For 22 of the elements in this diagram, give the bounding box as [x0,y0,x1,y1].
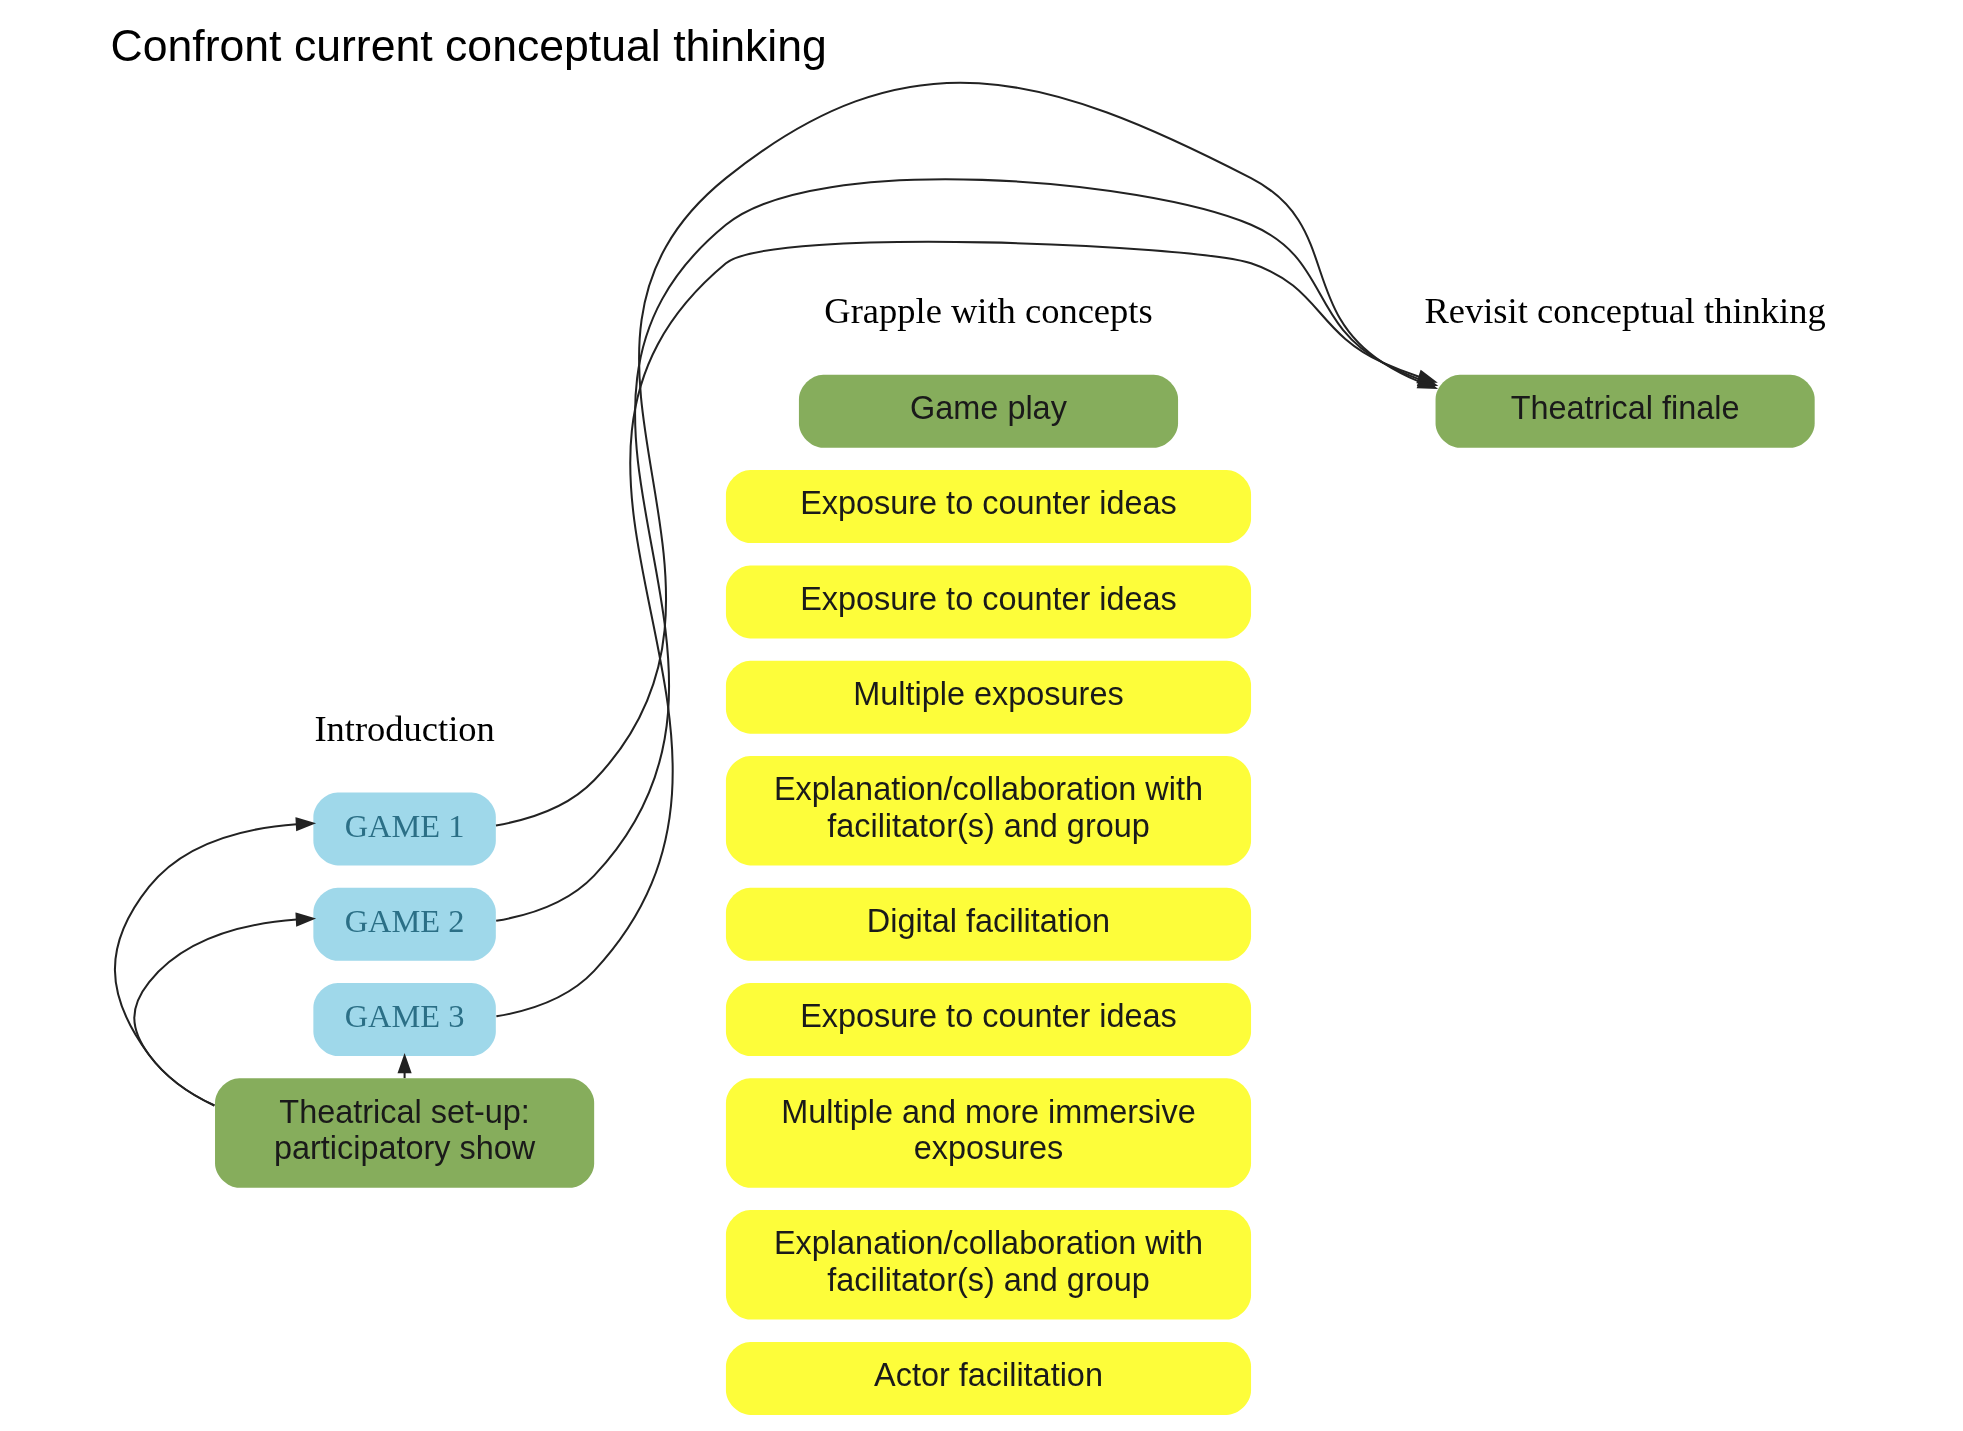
node-box: GAME 3 [313,982,496,1056]
node-box: Theatrical set-up: participatory show [215,1077,595,1188]
node-box: Explanation/collaboration with facilitator(s) and group [725,1209,1252,1320]
node-box: Theatrical finale [1435,374,1815,448]
arrow [397,1052,412,1078]
node-box: Game play [798,374,1179,448]
node-box: GAME 2 [313,887,496,961]
arrow [114,816,317,1106]
node-box: Exposure to counter ideas [725,982,1252,1056]
label: Revisit conceptual thinking [1424,289,1826,331]
node-box: Digital facilitation [725,887,1252,961]
arrow [133,911,317,1106]
label: Grapple with concepts [824,289,1153,331]
node-box: Multiple and more immersive exposures [725,1077,1252,1188]
node-box: Exposure to counter ideas [725,469,1252,543]
node-box: Multiple exposures [725,660,1252,734]
node-box: Exposure to counter ideas [725,564,1252,638]
node-box: GAME 1 [313,791,496,865]
label: Introduction [314,707,495,749]
node-box: Explanation/collaboration with facilitator(s) and group [725,755,1252,865]
node-box: Actor facilitation [725,1341,1252,1415]
diagram-title: Confront current conceptual thinking [110,20,827,70]
